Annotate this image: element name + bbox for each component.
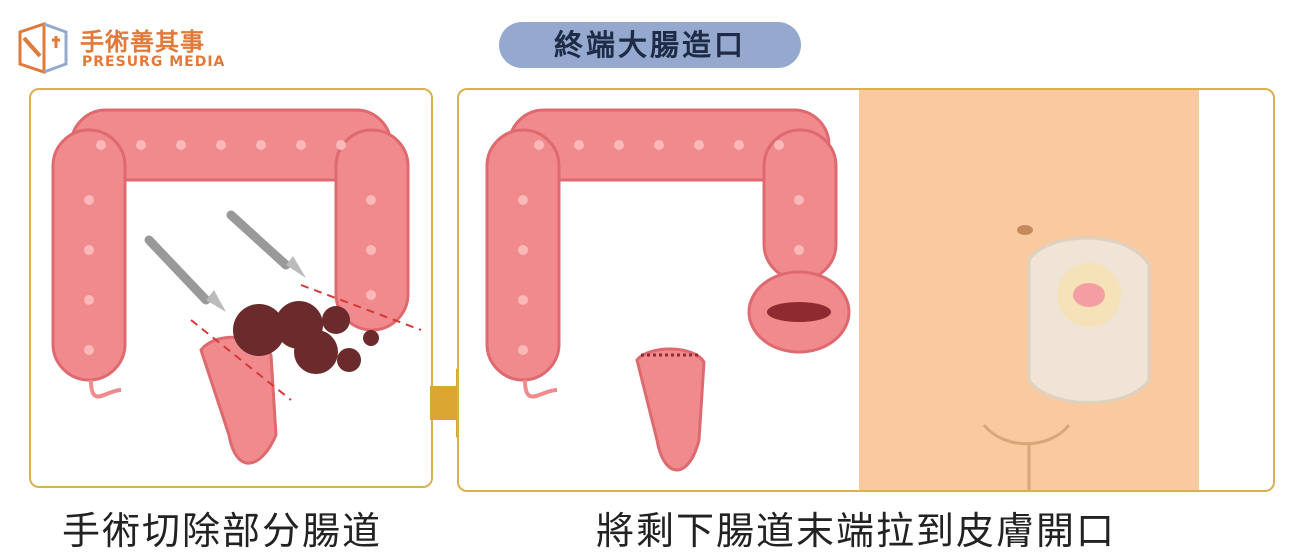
logo: 手術善其事 PRESURG MEDIA: [14, 18, 244, 78]
caption-left: 手術切除部分腸道: [62, 509, 383, 553]
page-title: 終端大腸造口: [499, 22, 801, 68]
caption-right: 將剩下腸道末端拉到皮膚開口: [596, 509, 1117, 553]
panel-stoma: [457, 88, 1275, 492]
panel-resection: [29, 88, 433, 488]
colostomy-illustration: [485, 90, 1199, 490]
logo-name-cn: 手術善其事: [80, 28, 205, 56]
logo-icon: [18, 21, 68, 75]
scalpel-icon: [226, 210, 306, 278]
colon-resection-illustration: [51, 108, 422, 465]
scalpel-icon: [144, 235, 226, 312]
logo-name-en: PRESURG MEDIA: [82, 54, 226, 70]
